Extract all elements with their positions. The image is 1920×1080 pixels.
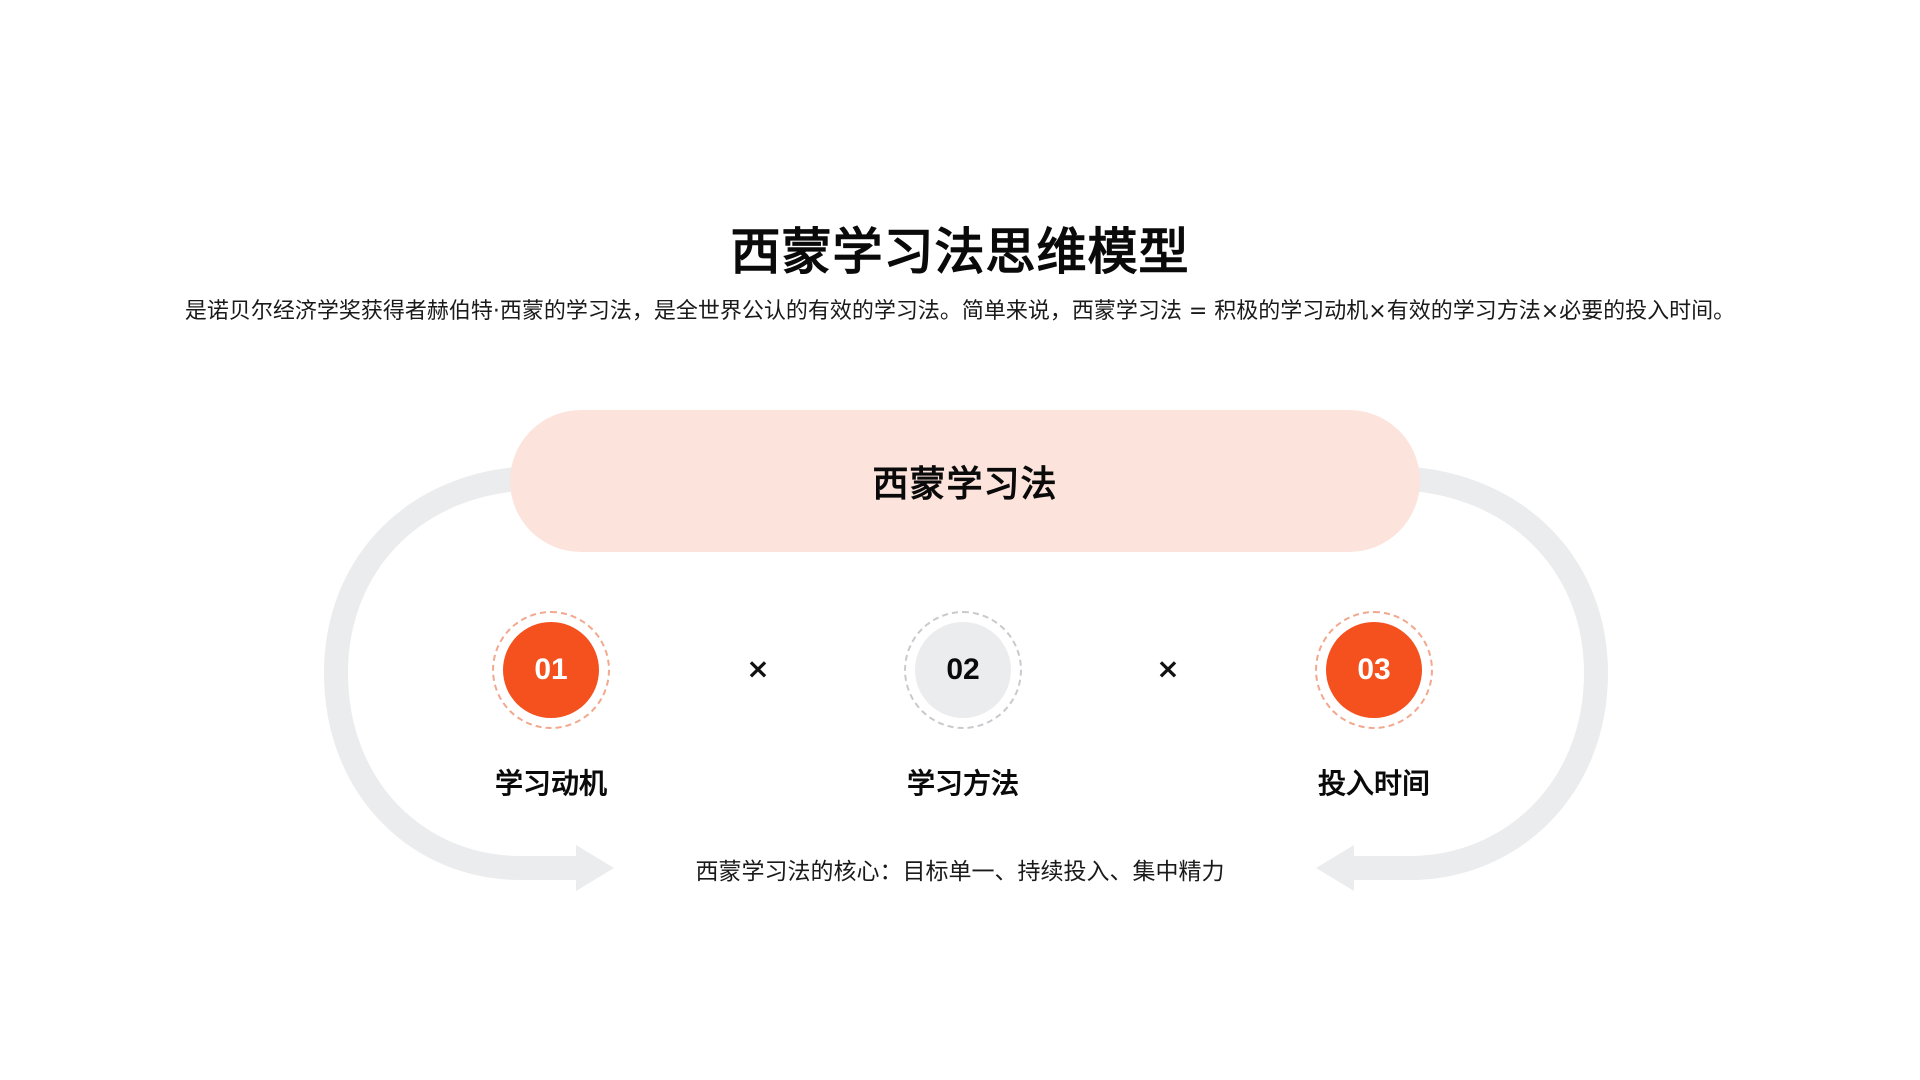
factor-number-3: 03	[1326, 622, 1422, 718]
factor-number-1: 01	[503, 622, 599, 718]
factor-label-3: 投入时间	[1317, 767, 1430, 800]
factor-node-1: 01	[492, 611, 610, 729]
center-pill: 西蒙学习法	[510, 410, 1420, 552]
slide-title: 西蒙学习法思维模型	[730, 223, 1190, 281]
left-cycle-arrow-icon	[323, 466, 614, 891]
right-cycle-arrow-icon	[1316, 466, 1609, 891]
factor-node-3: 03	[1315, 611, 1433, 729]
factor-number-2: 02	[915, 622, 1011, 718]
core-caption: 西蒙学习法的核心：目标单一、持续投入、集中精力	[695, 859, 1225, 885]
multiply-icon: ×	[746, 652, 770, 685]
factor-label-1: 学习动机	[494, 767, 607, 800]
factor-label-2: 学习方法	[906, 767, 1019, 800]
slide-subtitle: 是诺贝尔经济学奖获得者赫伯特·西蒙的学习法，是全世界公认的有效的学习法。简单来说…	[184, 299, 1736, 324]
factor-node-2: 02	[904, 611, 1022, 729]
multiply-icon: ×	[1156, 652, 1180, 685]
center-pill-label: 西蒙学习法	[872, 464, 1058, 505]
